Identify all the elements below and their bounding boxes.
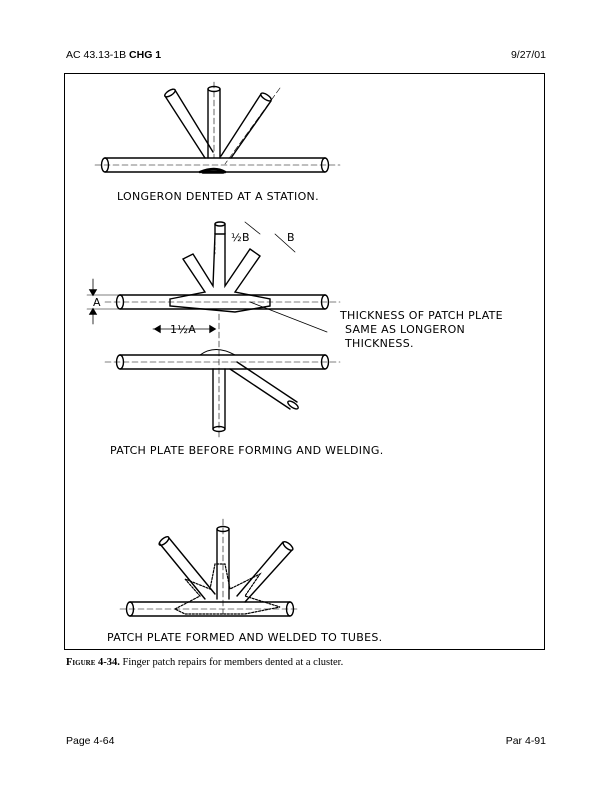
label-thickness-3: THICKNESS.	[344, 337, 414, 350]
dim-half-a-label: 1½A	[170, 323, 196, 336]
doc-id: AC 43.13-1B	[66, 49, 127, 61]
header-date: 9/27/01	[510, 49, 546, 61]
footer-par: Par 4-91	[505, 735, 546, 747]
label-patch-before: PATCH PLATE BEFORE FORMING AND WELDING.	[110, 444, 384, 457]
dim-b-label: B	[287, 231, 295, 244]
label-longeron-dented: LONGERON DENTED AT A STATION.	[117, 190, 319, 203]
caption-label: Figure 4-34.	[66, 657, 120, 668]
header-doc-id: AC 43.13-1B CHG 1	[66, 49, 161, 61]
caption-text: Finger patch repairs for members dented …	[122, 657, 344, 668]
diagram-patch-welded	[120, 519, 300, 616]
dim-half-b-label: ½B	[231, 231, 250, 244]
dim-a-label: A	[93, 296, 101, 309]
doc-change: CHG 1	[129, 49, 162, 61]
figure-frame: LONGERON DENTED AT A STATION. THICKNESS …	[64, 73, 545, 650]
diagram-patch-before	[87, 222, 340, 439]
diagram-dented-longeron	[95, 82, 340, 172]
figure-caption: Figure 4-34. Finger patch repairs for me…	[66, 657, 343, 668]
footer-page: Page 4-64	[66, 735, 115, 747]
label-thickness-2: SAME AS LONGERON	[345, 323, 465, 336]
label-thickness-1: THICKNESS OF PATCH PLATE	[339, 309, 503, 322]
label-patch-welded: PATCH PLATE FORMED AND WELDED TO TUBES.	[107, 631, 382, 644]
figure-drawing: LONGERON DENTED AT A STATION. THICKNESS …	[65, 74, 503, 644]
